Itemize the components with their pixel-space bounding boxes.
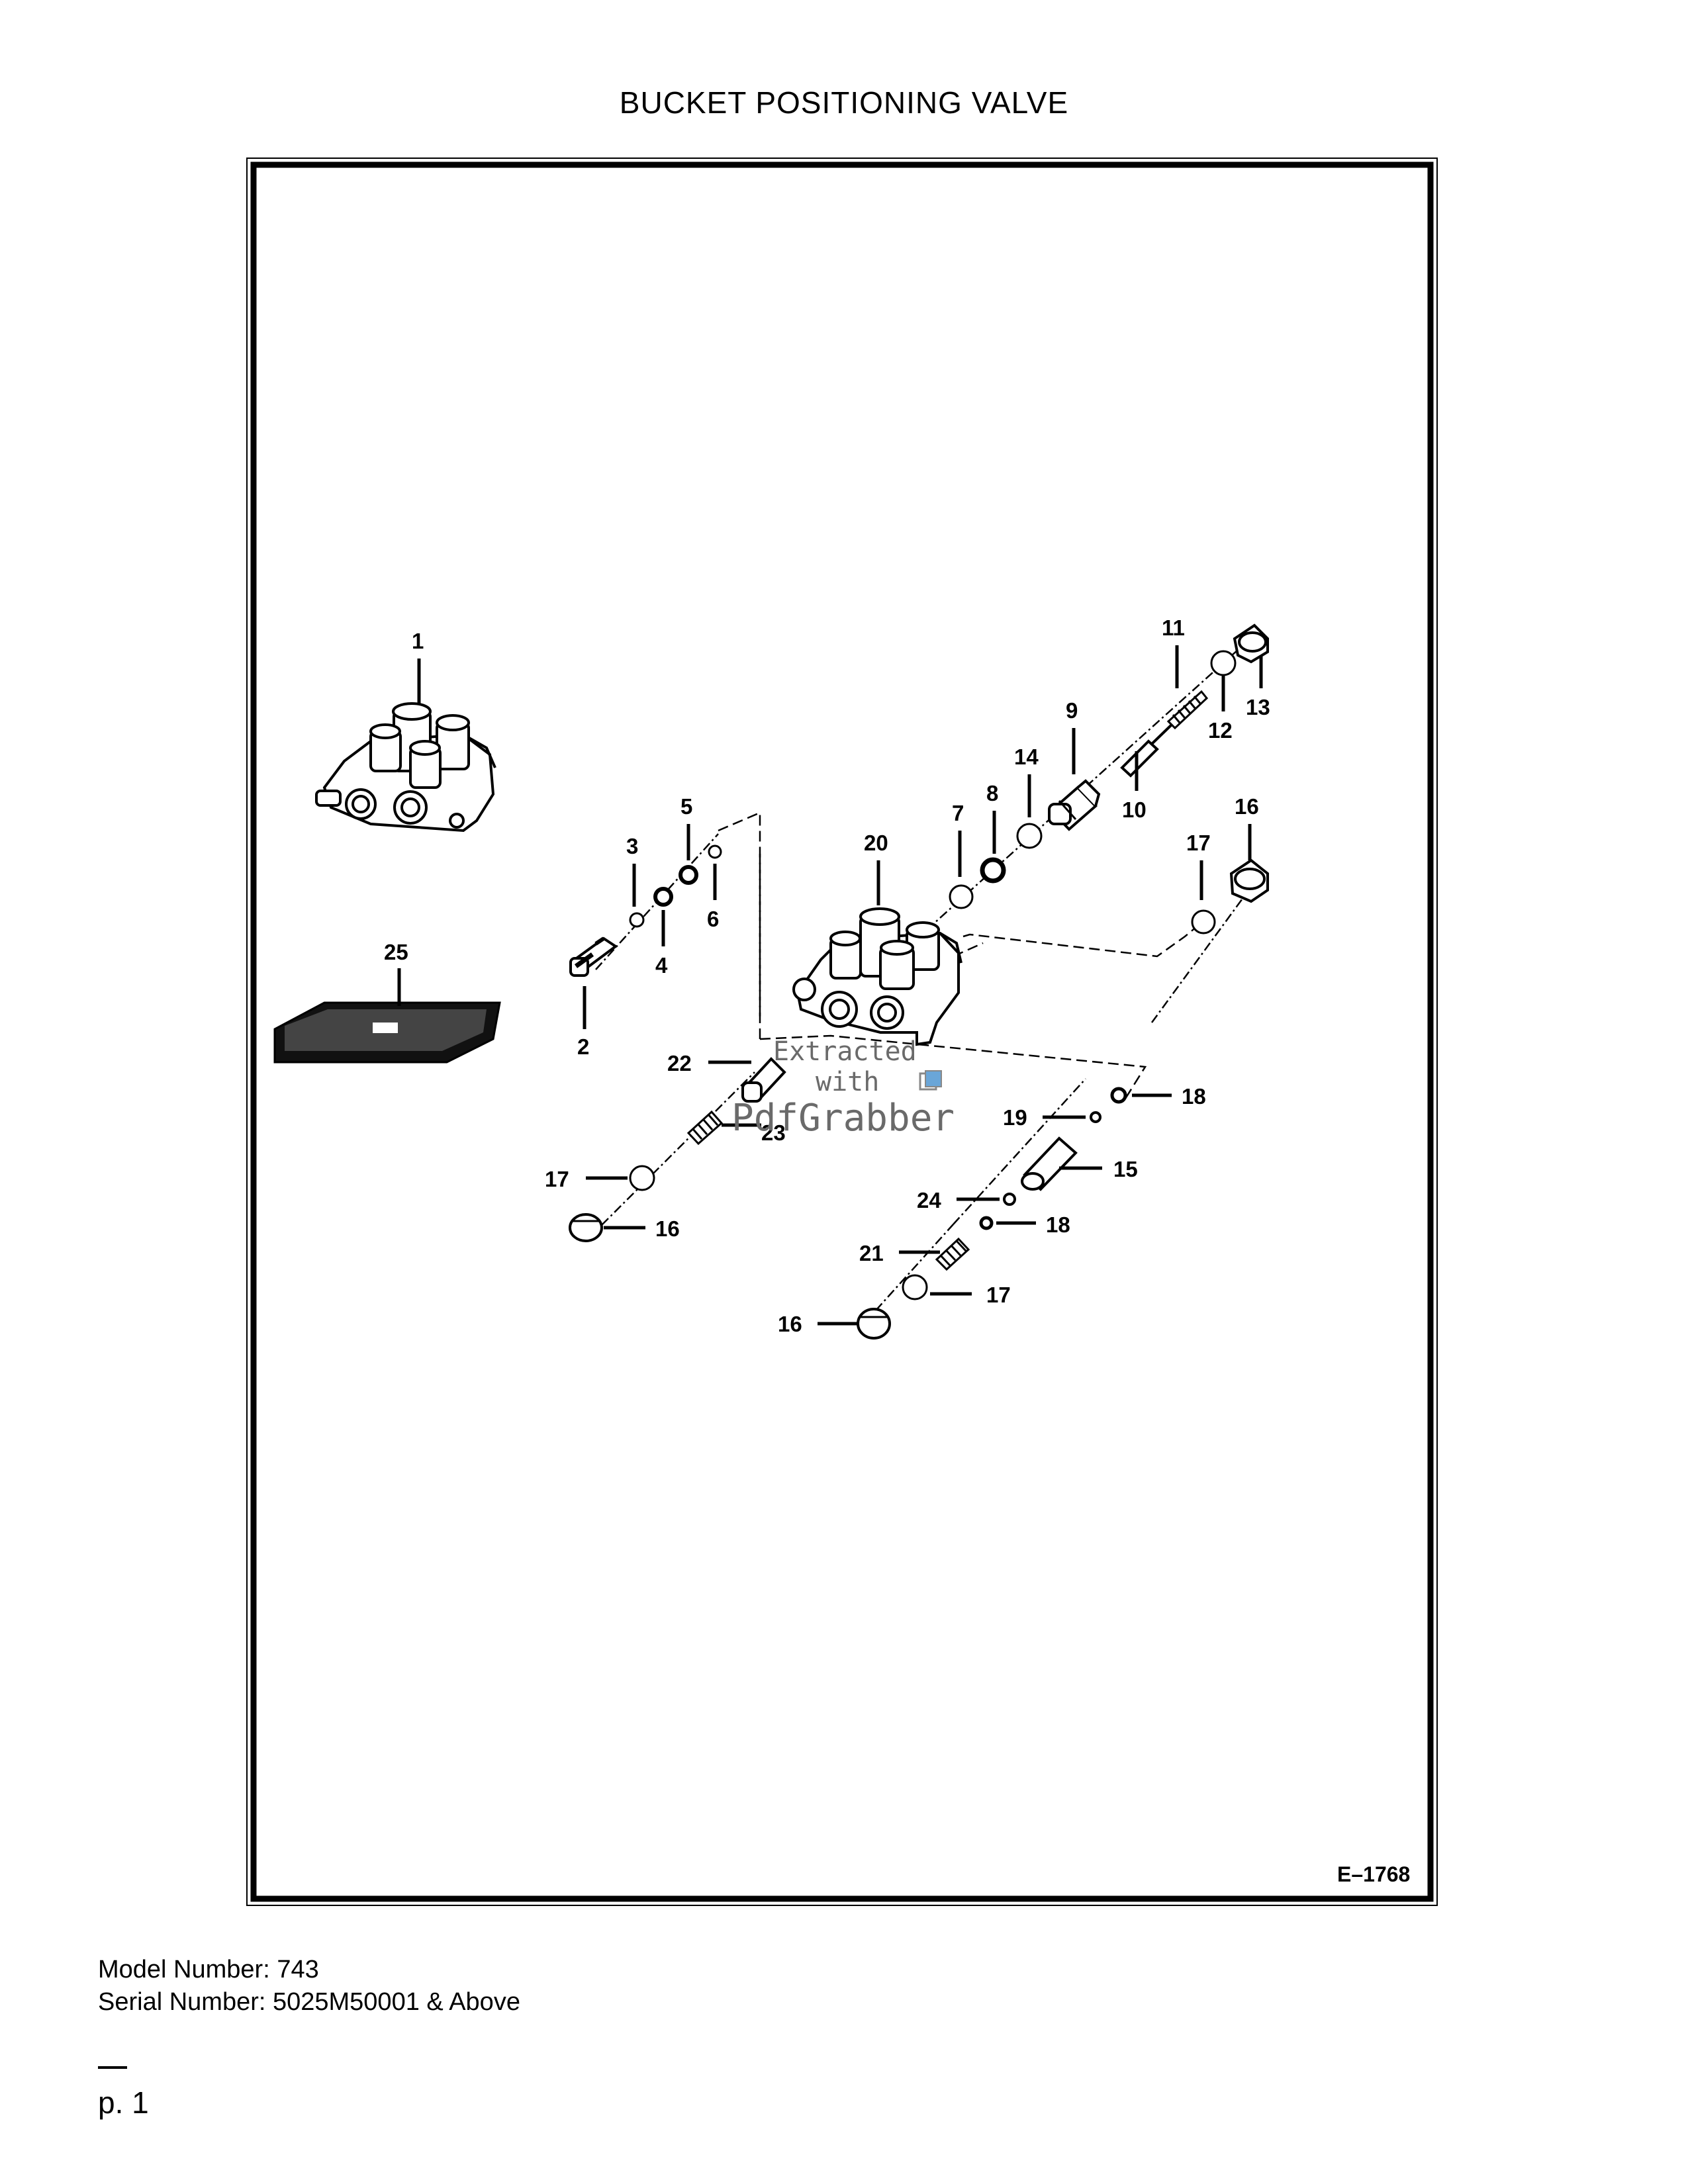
callout-10: 10: [1122, 797, 1147, 822]
ball-part-18-upper: [1110, 1087, 1127, 1104]
callout-23: 23: [761, 1120, 786, 1145]
callout-16-lower: 16: [778, 1312, 802, 1336]
callout-14: 14: [1014, 745, 1039, 769]
backup-ring-part-8: [980, 857, 1006, 884]
callout-21: 21: [859, 1241, 884, 1265]
callout-1: 1: [412, 629, 424, 653]
plug-part-13: [1233, 623, 1269, 664]
seal-kit-part: [273, 1001, 501, 1064]
callout-16-left: 16: [655, 1216, 680, 1241]
page-rule: [98, 2066, 127, 2069]
callout-13: 13: [1246, 695, 1270, 719]
callout-20: 20: [864, 831, 888, 855]
callout-17-lower: 17: [986, 1283, 1011, 1307]
backup-ring-part-5: [679, 865, 698, 885]
o-ring-part-7: [949, 884, 974, 909]
poppet-pin-part: [1120, 723, 1173, 778]
callout-9: 9: [1066, 698, 1078, 723]
valve-assembly-part: [315, 702, 496, 833]
callout-12: 12: [1208, 718, 1233, 743]
callout-6: 6: [707, 907, 719, 931]
check-valve-part-15: [1021, 1136, 1078, 1191]
relief-cartridge-part: [1048, 779, 1101, 831]
callout-17-left: 17: [545, 1167, 569, 1191]
ball-part-24: [1003, 1193, 1016, 1206]
spring-part-21: [935, 1237, 970, 1271]
ball-part-18-lower: [979, 1216, 994, 1230]
callout-25: 25: [384, 940, 408, 964]
o-ring-part-12: [1210, 650, 1237, 676]
valve-stem-part: [569, 936, 618, 977]
plug-part-16-lower: [857, 1308, 891, 1340]
callout-17-upper: 17: [1186, 831, 1211, 855]
o-ring-part-3: [629, 912, 645, 928]
diagram-frame: [246, 158, 1438, 1906]
drawing-code: E–1768: [1337, 1862, 1410, 1886]
page-number: p. 1: [98, 2085, 149, 2120]
page-title: BUCKET POSITIONING VALVE: [619, 85, 1069, 120]
callout-22: 22: [667, 1051, 692, 1075]
o-ring-part-17-upper: [1191, 909, 1216, 934]
watermark: Extracted with PdfGrabber: [731, 1036, 955, 1140]
watermark-line-1: Extracted: [773, 1036, 917, 1067]
callout-24: 24: [917, 1188, 941, 1212]
ball-part-19: [1090, 1111, 1102, 1123]
plug-part-16-left: [569, 1213, 603, 1242]
backup-ring-part-4: [653, 887, 673, 907]
o-ring-part-6: [708, 844, 722, 859]
callout-19: 19: [1003, 1105, 1027, 1130]
valve-body-part: [792, 907, 962, 1046]
callout-3: 3: [626, 834, 638, 858]
o-ring-part-17-lower: [902, 1274, 928, 1300]
watermark-line-2: with: [816, 1067, 879, 1097]
plug-part-16-upper: [1229, 858, 1269, 903]
callout-18-upper: 18: [1182, 1084, 1206, 1109]
callout-11: 11: [1162, 615, 1185, 640]
watermark-line-3: PdfGrabber: [731, 1097, 955, 1140]
callout-15: 15: [1113, 1157, 1138, 1181]
spring-part-11: [1166, 690, 1209, 730]
callout-8: 8: [986, 781, 998, 805]
callout-4: 4: [655, 953, 668, 978]
o-ring-part-14: [1016, 823, 1043, 849]
serial-number: Serial Number: 5025M50001 & Above: [98, 1988, 520, 2016]
callout-2: 2: [577, 1034, 589, 1059]
spool-part-22: [741, 1057, 786, 1103]
callout-5: 5: [680, 794, 692, 819]
callout-16-upper: 16: [1235, 794, 1259, 819]
spring-part-23: [686, 1110, 724, 1146]
model-number: Model Number: 743: [98, 1956, 319, 1983]
o-ring-part-17-left: [629, 1165, 655, 1191]
callout-18-lower: 18: [1046, 1212, 1070, 1237]
callout-7: 7: [952, 801, 964, 825]
